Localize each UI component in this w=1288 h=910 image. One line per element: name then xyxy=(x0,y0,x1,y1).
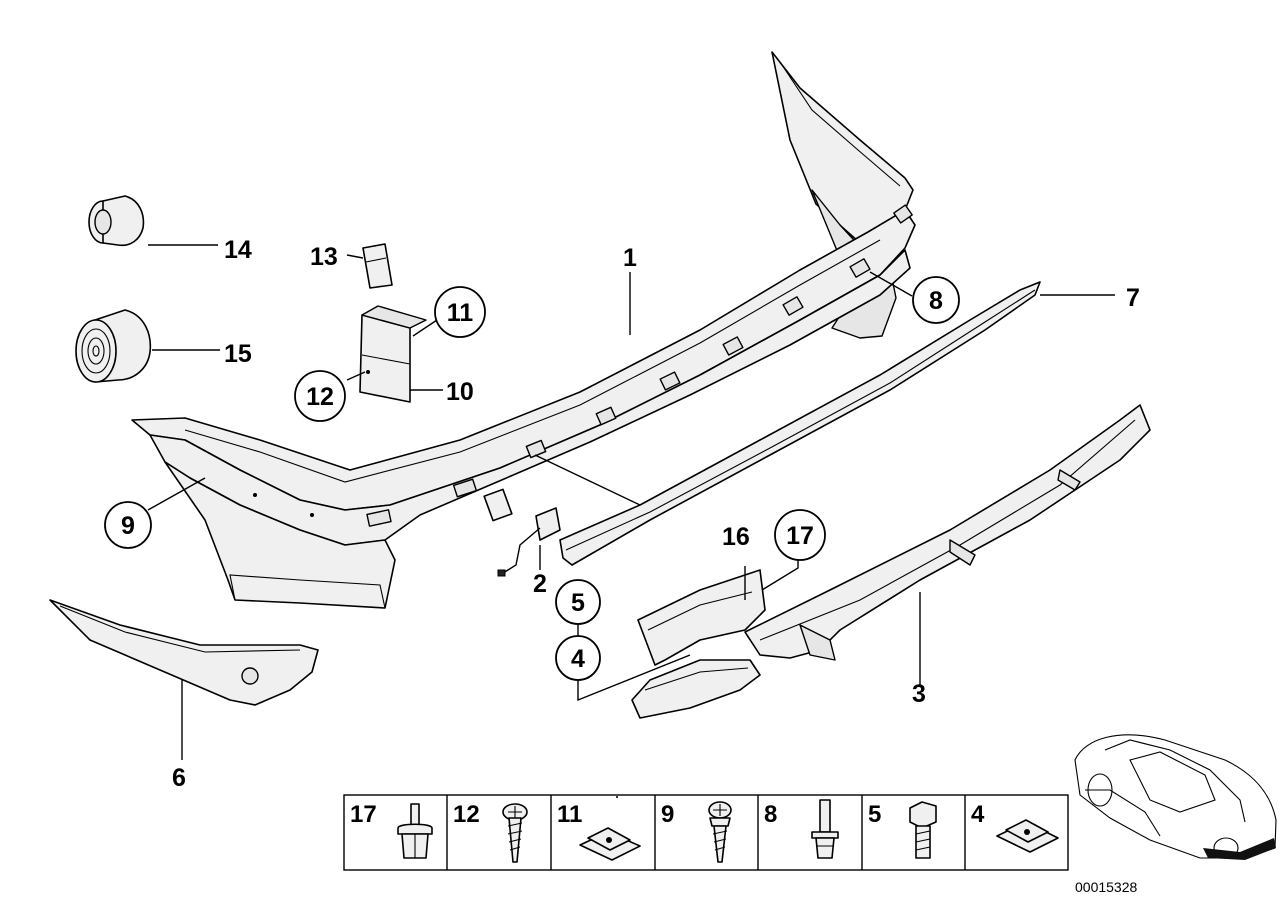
lower-trim-6[interactable] xyxy=(49,599,319,706)
callout-2: 2 xyxy=(533,570,547,598)
callout-17-circle: 17 xyxy=(774,509,826,561)
push-rivet-icon xyxy=(397,803,433,859)
svg-text:12: 12 xyxy=(306,383,334,411)
vehicle-thumbnail xyxy=(1074,734,1277,860)
svg-text:11: 11 xyxy=(447,299,474,327)
grommet-14[interactable] xyxy=(88,195,145,247)
svg-text:9: 9 xyxy=(121,512,135,540)
bumper-cover[interactable] xyxy=(131,51,916,609)
callout-10: 10 xyxy=(446,378,474,406)
trim-strip[interactable] xyxy=(559,281,1041,566)
hex-bolt-5-icon xyxy=(909,801,937,859)
speed-nut-4-icon xyxy=(996,819,1059,853)
table-label-8: 8 xyxy=(764,801,777,828)
table-label-5: 5 xyxy=(868,801,881,828)
clip-13[interactable] xyxy=(362,243,393,289)
callout-14: 14 xyxy=(224,236,252,264)
svg-text:8: 8 xyxy=(929,287,943,315)
svg-text:17: 17 xyxy=(786,522,814,550)
bracket-plate-10[interactable] xyxy=(359,305,427,403)
callout-8-circle: 8 xyxy=(912,276,960,324)
screw-12-icon xyxy=(502,803,528,863)
table-label-11: 11 xyxy=(557,801,582,828)
grommet-15[interactable] xyxy=(75,309,152,383)
callout-7: 7 xyxy=(1126,284,1140,312)
leader-lines xyxy=(147,244,1115,760)
expansion-rivet-8-icon xyxy=(811,799,839,859)
svg-text:5: 5 xyxy=(571,589,585,617)
callout-12-circle: 12 xyxy=(294,370,346,422)
table-label-9: 9 xyxy=(661,801,674,828)
svg-text:4: 4 xyxy=(571,645,585,673)
callout-16: 16 xyxy=(722,523,750,551)
callouts: 14 15 13 10 1 7 16 2 3 6 11 12 8 9 17 xyxy=(104,236,1140,792)
callout-4-circle: 4 xyxy=(555,635,601,681)
callout-5-circle: 5 xyxy=(555,579,601,625)
speed-nut-11-icon xyxy=(579,796,641,861)
sensor-part[interactable] xyxy=(483,488,561,577)
bracket-16[interactable] xyxy=(637,569,766,666)
callout-9-circle: 9 xyxy=(104,501,152,549)
table-label-4: 4 xyxy=(971,801,985,828)
callout-11-circle: 11 xyxy=(434,286,486,338)
callout-13: 13 xyxy=(310,243,338,271)
callout-1: 1 xyxy=(623,244,637,272)
callout-6: 6 xyxy=(172,764,186,792)
callout-3: 3 xyxy=(912,680,926,708)
lower-spoiler[interactable] xyxy=(631,404,1151,719)
table-label-12: 12 xyxy=(453,801,480,828)
reference-number: 00015328 xyxy=(1075,879,1138,895)
fastener-table: 17 12 11 9 8 5 4 xyxy=(343,794,1069,871)
table-label-17: 17 xyxy=(350,801,377,828)
callout-15: 15 xyxy=(224,340,252,368)
screw-9-icon xyxy=(708,801,732,863)
